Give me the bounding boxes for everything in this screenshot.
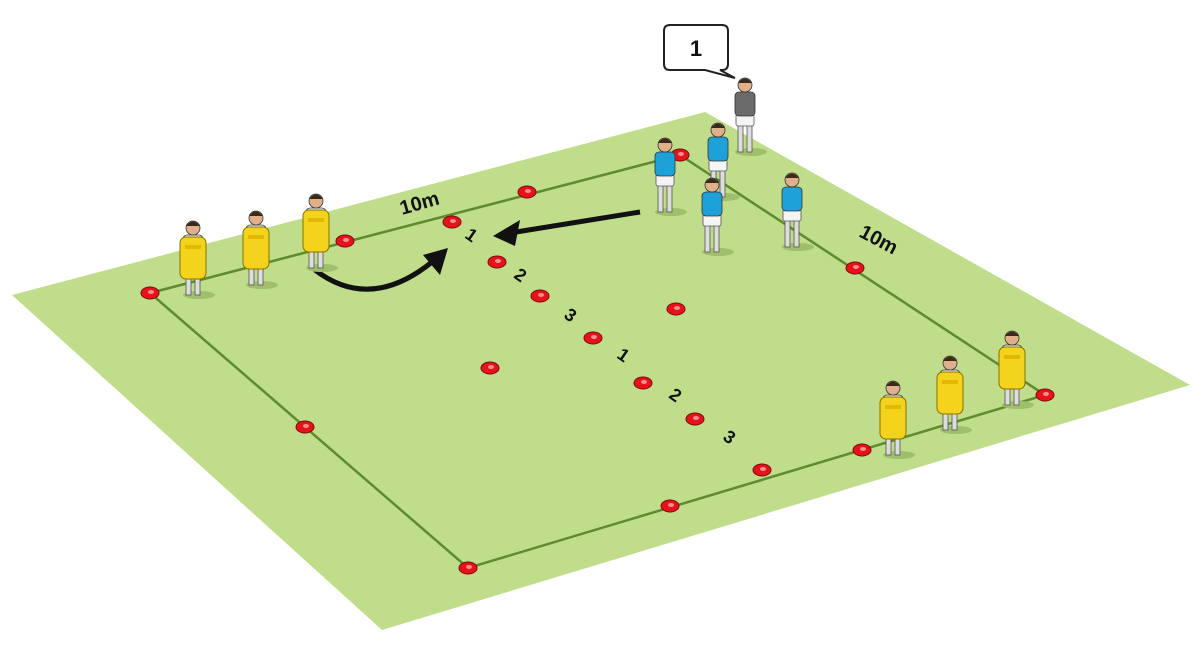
speech-bubble: 1 (663, 24, 736, 79)
cone-icon (1035, 388, 1055, 402)
defender-with-tackle-shield (998, 330, 1034, 409)
cone-icon (517, 185, 537, 199)
cone-icon (752, 463, 772, 477)
cone-icon (685, 412, 705, 426)
pass-arrow (493, 209, 641, 246)
defender-with-tackle-shield (302, 193, 338, 272)
cone-icon (487, 255, 507, 269)
cone-icon (335, 234, 355, 248)
defender-with-tackle-shield (879, 380, 915, 459)
cone-icon (442, 215, 462, 229)
cone-icon (140, 286, 160, 300)
players (179, 77, 1034, 459)
cone-icon (458, 561, 478, 575)
cone-icon (295, 420, 315, 434)
run-arrow-curved (313, 248, 448, 292)
defender-with-tackle-shield (179, 220, 215, 299)
attacker-ball-carrier (654, 137, 687, 216)
cone-icon (633, 376, 653, 390)
attacker-player (781, 172, 814, 251)
cone-icon (660, 499, 680, 513)
attacker-player (701, 177, 734, 256)
referee (734, 77, 767, 156)
cone-icon (845, 261, 865, 275)
cone-icon (530, 289, 550, 303)
defender-with-tackle-shield (936, 355, 972, 434)
defender-with-tackle-shield (242, 210, 278, 289)
cone-icon (666, 302, 686, 316)
cone-icon (480, 361, 500, 375)
cone-icon (583, 331, 603, 345)
speech-bubble-text: 1 (690, 36, 702, 61)
cone-icon (852, 443, 872, 457)
